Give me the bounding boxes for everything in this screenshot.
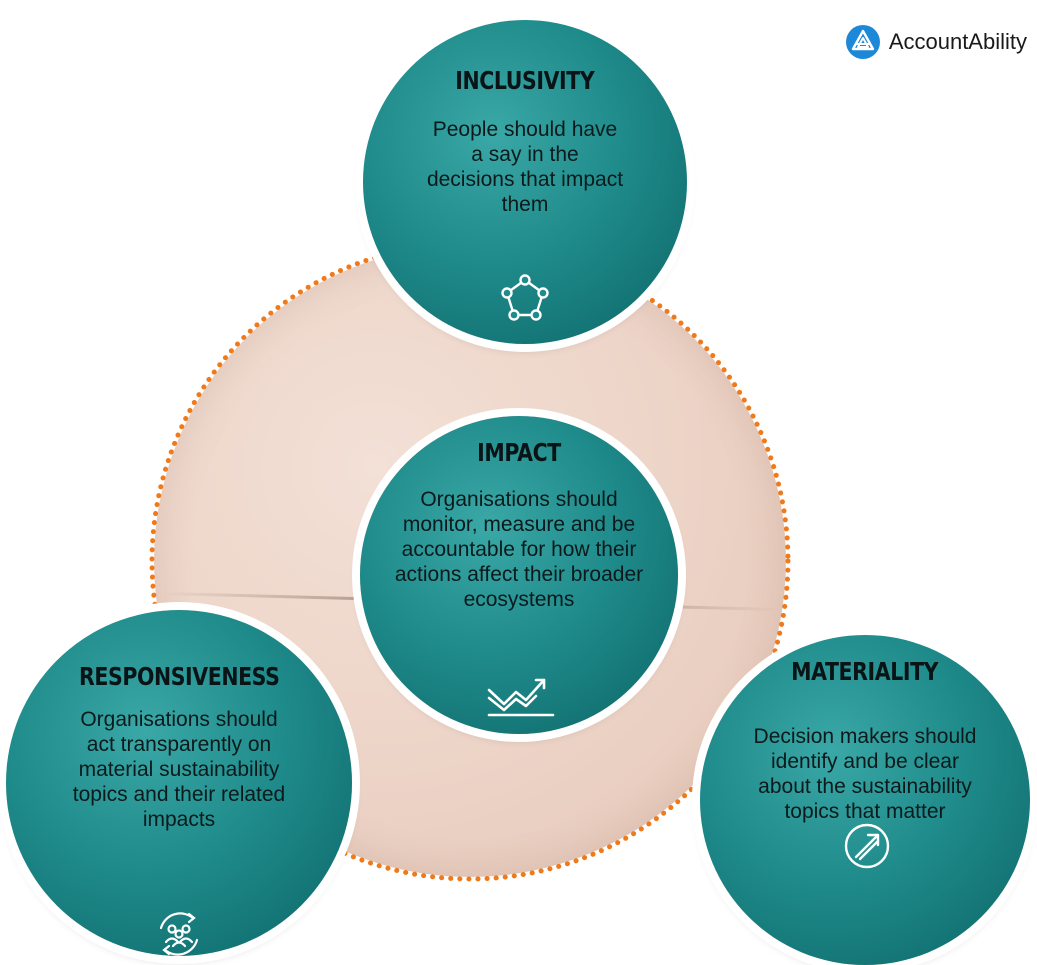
brand-name: AccountAbility: [888, 29, 1027, 54]
brand: AccountAbility: [845, 24, 1027, 60]
pillar-impact: IMPACT Organisations should monitor, mea…: [360, 416, 678, 734]
pillar-title: IMPACT: [477, 438, 561, 467]
trend-up-chart-icon: [487, 678, 555, 717]
pillar-description: Decision makers should identify and be c…: [753, 725, 977, 823]
people-cycle-icon: [159, 912, 199, 956]
pillar-description: Organisations should monitor, measure an…: [394, 488, 644, 611]
compass-arrow-icon: [844, 823, 890, 869]
pillar-title: INCLUSIVITY: [455, 66, 595, 95]
pillar-inclusivity: INCLUSIVITY People should have a say in …: [363, 20, 687, 344]
pillar-responsiveness: RESPONSIVENESS Organisations should act …: [6, 610, 352, 956]
pillar-materiality: MATERIALITY Decision makers should ident…: [700, 635, 1030, 965]
pillar-title: RESPONSIVENESS: [78, 662, 280, 691]
pillar-title: MATERIALITY: [791, 657, 939, 686]
pillar-description: People should have a say in the decision…: [426, 118, 624, 216]
pillar-description: Organisations should act transparently o…: [72, 708, 286, 831]
accountability-logo-icon: [845, 25, 880, 59]
pentagon-network-icon: [501, 274, 549, 321]
